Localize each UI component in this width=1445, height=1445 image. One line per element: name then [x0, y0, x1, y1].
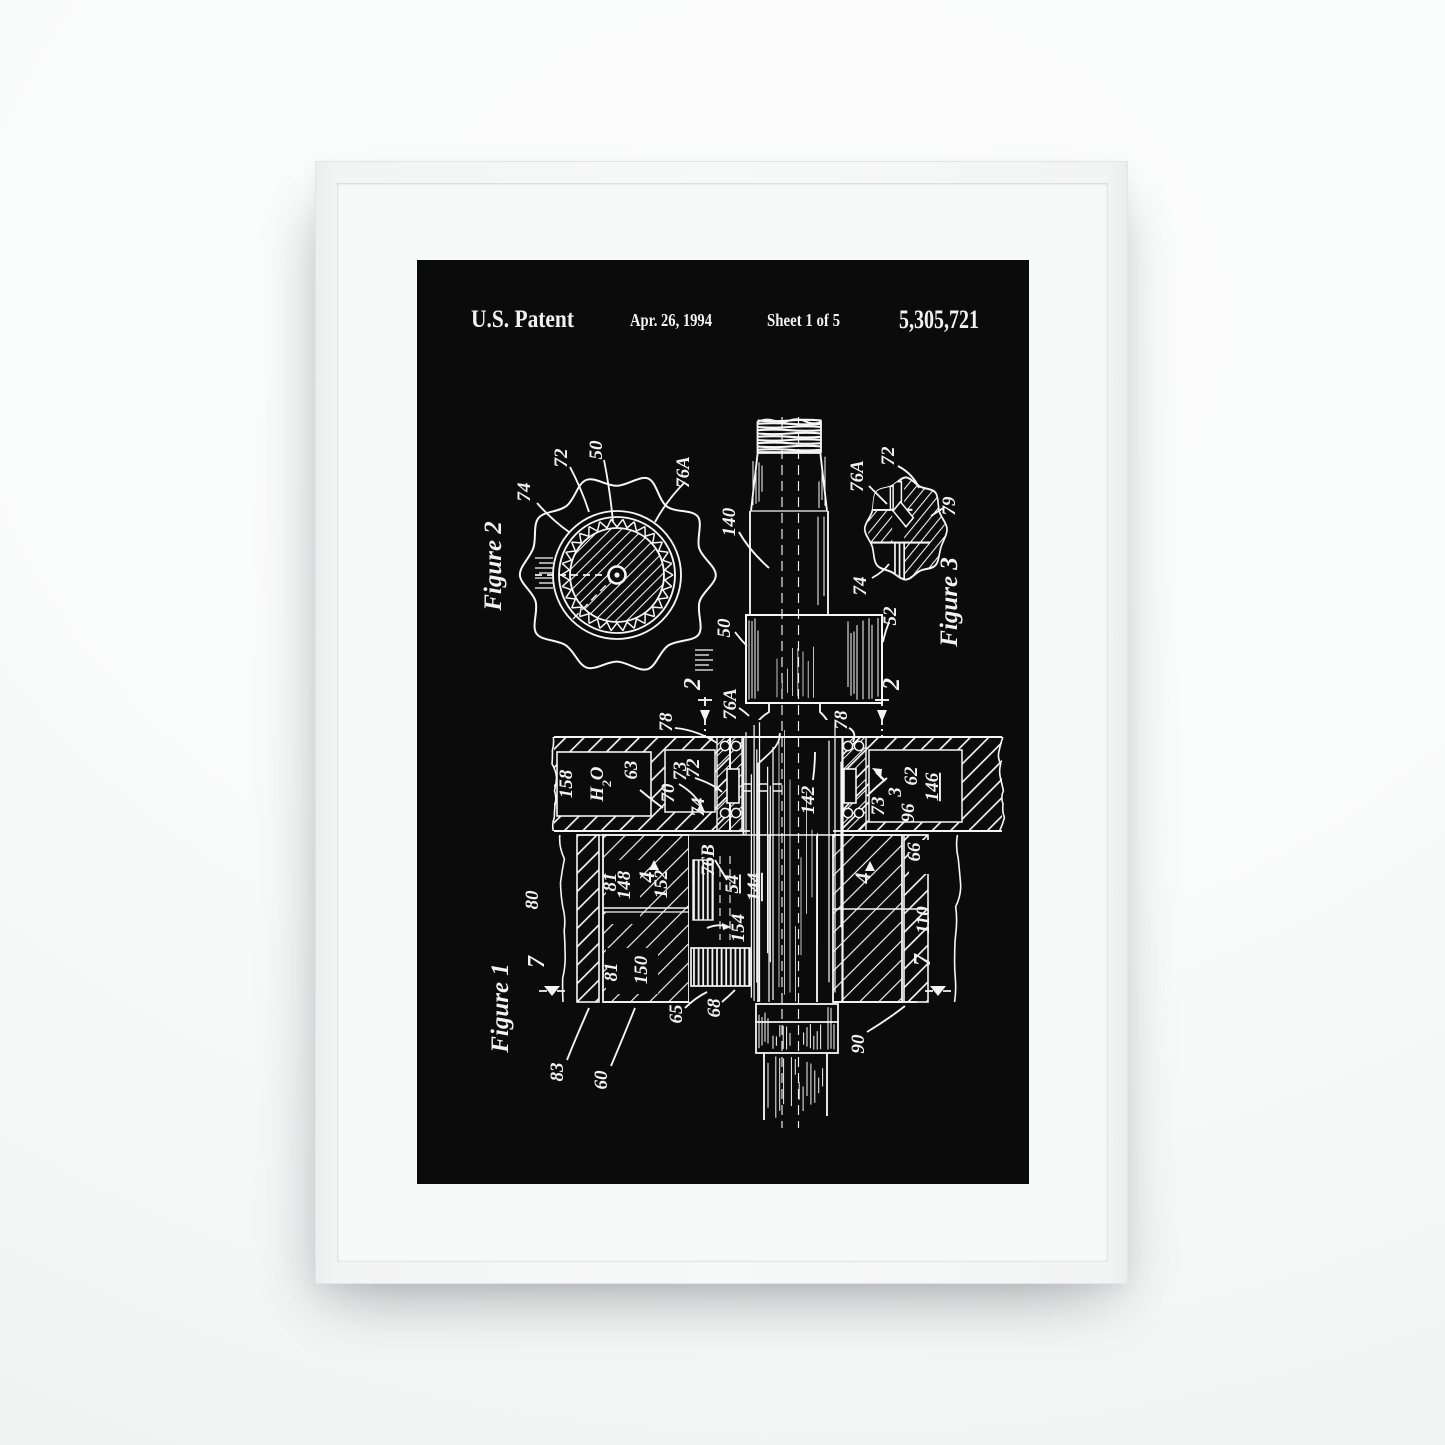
- svg-text:4: 4: [850, 873, 875, 885]
- svg-text:Figure 3: Figure 3: [936, 557, 963, 648]
- svg-text:65: 65: [666, 1004, 687, 1024]
- svg-text:2: 2: [680, 678, 706, 691]
- svg-text:50: 50: [714, 618, 735, 638]
- svg-text:78: 78: [656, 712, 677, 732]
- svg-text:70: 70: [658, 783, 679, 803]
- svg-text:142: 142: [798, 785, 819, 814]
- svg-text:Apr. 26, 1994: Apr. 26, 1994: [630, 310, 712, 330]
- svg-text:3: 3: [885, 787, 906, 798]
- svg-text:80: 80: [522, 890, 543, 910]
- svg-text:148: 148: [614, 870, 635, 899]
- svg-text:76A: 76A: [720, 688, 741, 720]
- svg-text:72: 72: [878, 446, 899, 466]
- svg-text:68: 68: [704, 998, 725, 1018]
- svg-text:5,305,721: 5,305,721: [899, 305, 979, 334]
- svg-text:62: 62: [901, 766, 922, 786]
- svg-text:Figure 2: Figure 2: [480, 521, 507, 612]
- svg-text:50: 50: [586, 440, 607, 460]
- svg-text:146: 146: [922, 772, 943, 801]
- svg-text:152: 152: [651, 869, 672, 898]
- svg-text:74: 74: [688, 798, 709, 817]
- svg-text:60: 60: [591, 1070, 612, 1090]
- svg-text:144: 144: [744, 873, 765, 902]
- svg-text:66: 66: [904, 842, 925, 862]
- svg-text:U.S. Patent: U.S. Patent: [471, 306, 575, 333]
- svg-text:52: 52: [880, 606, 901, 626]
- svg-text:90: 90: [848, 1034, 869, 1054]
- svg-text:83: 83: [547, 1063, 568, 1082]
- svg-text:140: 140: [719, 507, 740, 536]
- svg-text:96: 96: [898, 803, 919, 823]
- svg-text:78: 78: [831, 710, 852, 730]
- svg-text:150: 150: [631, 955, 652, 984]
- svg-text:74: 74: [514, 483, 535, 502]
- svg-text:81: 81: [600, 873, 621, 892]
- svg-text:72: 72: [683, 758, 704, 778]
- svg-text:54: 54: [722, 875, 743, 894]
- svg-text:158: 158: [556, 769, 577, 798]
- svg-text:4: 4: [634, 872, 659, 884]
- svg-text:7: 7: [524, 955, 550, 968]
- svg-text:76B: 76B: [698, 844, 719, 876]
- svg-text:63: 63: [621, 761, 642, 780]
- svg-text:73: 73: [670, 762, 691, 781]
- svg-text:72: 72: [551, 448, 572, 468]
- svg-text:79: 79: [939, 496, 960, 516]
- svg-text:Sheet 1 of 5: Sheet 1 of 5: [767, 310, 840, 330]
- svg-text:76A: 76A: [673, 456, 694, 488]
- svg-text:154: 154: [728, 914, 749, 943]
- svg-text:2: 2: [879, 678, 905, 691]
- svg-text:73: 73: [868, 797, 889, 816]
- svg-text:7: 7: [910, 953, 936, 966]
- svg-text:110: 110: [913, 906, 934, 934]
- svg-text:Figure 1: Figure 1: [487, 963, 514, 1054]
- svg-text:74: 74: [850, 577, 871, 596]
- svg-text:81: 81: [601, 963, 622, 982]
- svg-text:76A: 76A: [847, 460, 868, 492]
